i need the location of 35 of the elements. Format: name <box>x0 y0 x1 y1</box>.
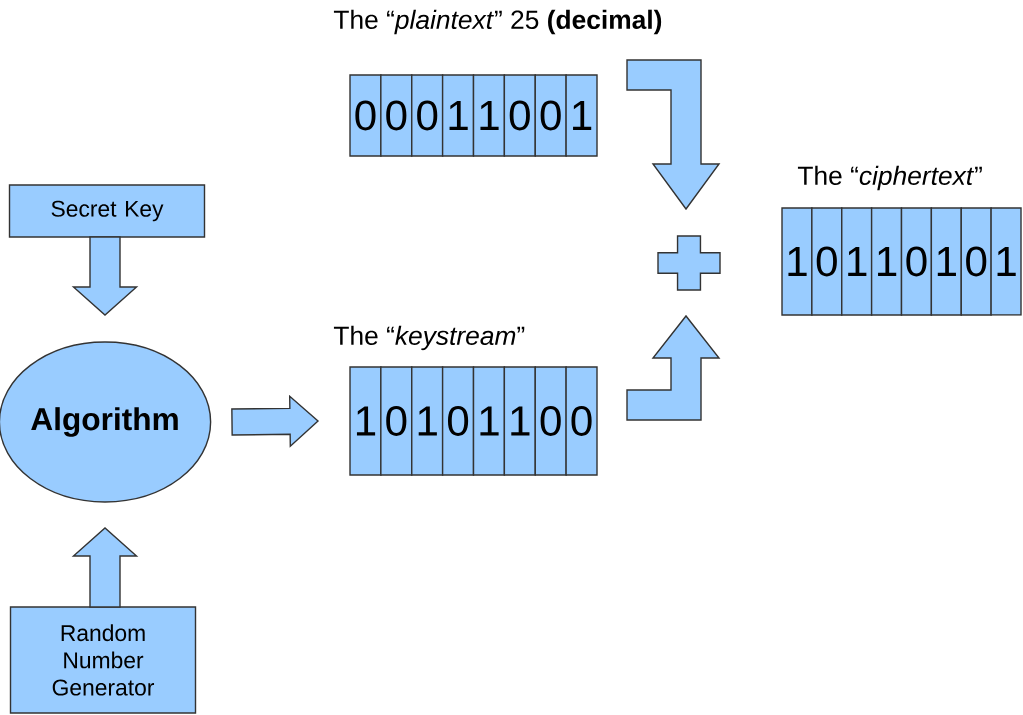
register-heading: The “ciphertext” <box>797 165 982 191</box>
bit-cell: 0 <box>411 74 444 157</box>
bit-cell: 0 <box>900 207 933 316</box>
block-arrow <box>626 59 721 211</box>
bit-cell: 0 <box>349 74 382 157</box>
bit-cell: 0 <box>380 74 413 157</box>
block-arrow <box>231 394 320 448</box>
text-box: Random Number Generator <box>9 606 197 714</box>
block-arrow <box>626 314 721 421</box>
bit-cell: 1 <box>503 366 536 476</box>
bit-cell: 0 <box>441 366 475 476</box>
text-box: Secret Key <box>8 184 206 238</box>
register-heading: The “keystream” <box>333 325 525 351</box>
bit-cell: 0 <box>380 366 413 476</box>
bit-cell: 1 <box>841 207 873 316</box>
bit-cell: 1 <box>565 74 598 157</box>
bit-cell: 1 <box>472 366 506 476</box>
bit-cell: 0 <box>503 74 536 157</box>
bit-cell: 1 <box>411 366 444 476</box>
bit-cell: 1 <box>870 207 903 316</box>
bit-cell: 0 <box>534 74 567 157</box>
bit-cell: 1 <box>349 366 382 476</box>
bit-cell: 1 <box>472 74 506 157</box>
block-arrow <box>71 236 139 316</box>
bit-cell: 1 <box>930 207 962 316</box>
block-arrow <box>71 527 139 608</box>
register-heading: The “plaintext” 25 (decimal) <box>333 9 662 35</box>
plus-sign <box>657 235 721 291</box>
bit-cell: 0 <box>534 366 567 476</box>
bit-cell: 1 <box>781 207 813 316</box>
bit-cell: 0 <box>565 366 598 476</box>
bit-cell: 0 <box>811 207 843 316</box>
bit-cell: 0 <box>960 207 992 316</box>
bit-cell: 1 <box>441 74 475 157</box>
bit-cell: 1 <box>990 207 1022 316</box>
